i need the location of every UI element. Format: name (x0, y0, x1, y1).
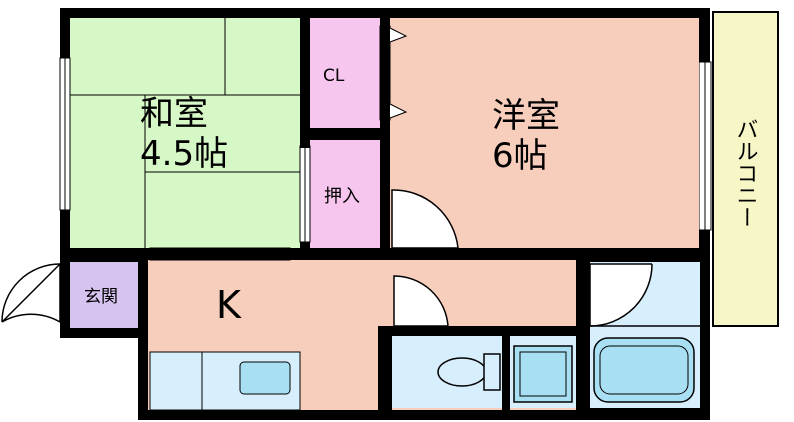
youshitsu-door (391, 189, 459, 249)
closet-area (310, 18, 380, 128)
balcony-label: バルコニー (733, 118, 758, 228)
oshiire-sliding-door (299, 145, 311, 243)
youshitsu-name: 洋室 (492, 96, 560, 136)
bathtub-icon (593, 337, 695, 403)
toilet-door (393, 275, 449, 327)
entrance-area (70, 262, 144, 328)
oshiire-area (310, 140, 380, 248)
balcony-area (712, 11, 779, 327)
youshitsu-size: 6帖 (492, 136, 548, 176)
balcony-window (698, 61, 712, 231)
closet-label: CL (323, 66, 345, 86)
kitchen-counter (149, 351, 301, 411)
washitsu-size: 4.5帖 (140, 134, 228, 174)
youshitsu-area (390, 18, 699, 248)
kitchen-label: K (216, 283, 242, 327)
washitsu-window (59, 57, 71, 211)
toilet-icon (437, 353, 501, 391)
washitsu-area (70, 18, 300, 248)
inner-walls (60, 12, 710, 412)
washitsu-name: 和室 (140, 94, 208, 134)
oshiire-label: 押入 (324, 186, 360, 207)
tatami-lines (70, 18, 300, 248)
kitchen-sink (239, 361, 291, 395)
washbasin-icon (513, 345, 573, 403)
entrance-label: 玄関 (84, 287, 118, 307)
entrance-door (1, 262, 61, 324)
bath-door (589, 263, 700, 327)
